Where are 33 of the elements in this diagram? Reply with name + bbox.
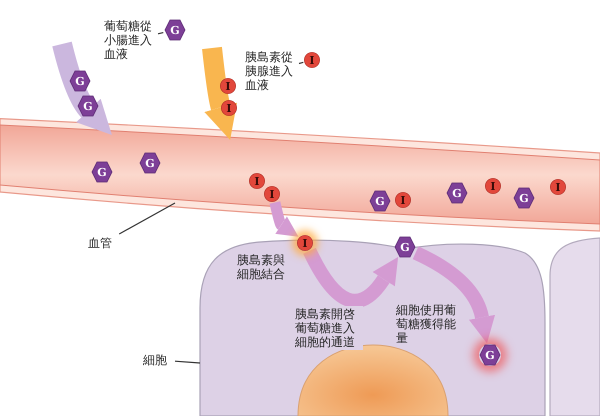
hexagon-molecule: G bbox=[91, 161, 113, 183]
arrow bbox=[303, 248, 400, 308]
leader-line bbox=[298, 62, 304, 64]
leader-line bbox=[158, 32, 164, 34]
hexagon-molecule: G bbox=[369, 190, 391, 212]
circle-molecule: I bbox=[220, 78, 236, 94]
leader-line bbox=[118, 202, 176, 235]
hexagon-molecule: G bbox=[394, 236, 416, 258]
hexagon-molecule: G bbox=[164, 19, 186, 41]
hexagon-molecule: G bbox=[69, 70, 91, 92]
circle-molecule: I bbox=[304, 52, 320, 68]
circle-molecule: I bbox=[264, 186, 280, 202]
edge-label: 胰島素開啓葡萄糖進入細胞的通道 bbox=[293, 306, 363, 350]
circle-molecule: I bbox=[221, 100, 237, 116]
circle-molecule: I bbox=[485, 178, 501, 194]
callout-text: 葡萄糖從小腸進入血液 bbox=[104, 19, 156, 61]
leader-line bbox=[174, 360, 200, 364]
hexagon-molecule: G bbox=[513, 187, 535, 209]
arrow bbox=[52, 42, 111, 136]
circle-molecule: I bbox=[395, 192, 411, 208]
circle-molecule: I bbox=[297, 235, 313, 251]
blood-vessel bbox=[0, 118, 600, 232]
callout-text: 胰島素從胰腺進入血液 bbox=[245, 50, 297, 92]
callout-text: 細胞 bbox=[143, 353, 173, 367]
hexagon-molecule: G bbox=[77, 95, 99, 117]
arrow bbox=[202, 46, 238, 140]
circle-molecule: I bbox=[550, 179, 566, 195]
circle-molecule: I bbox=[249, 173, 265, 189]
hexagon-molecule: G bbox=[446, 182, 468, 204]
annotation-text: 胰島素與細胞結合 bbox=[237, 253, 286, 281]
callout-text: 血管 bbox=[88, 236, 118, 250]
hexagon-molecule: G bbox=[479, 344, 501, 366]
hexagon-molecule: G bbox=[139, 152, 161, 174]
